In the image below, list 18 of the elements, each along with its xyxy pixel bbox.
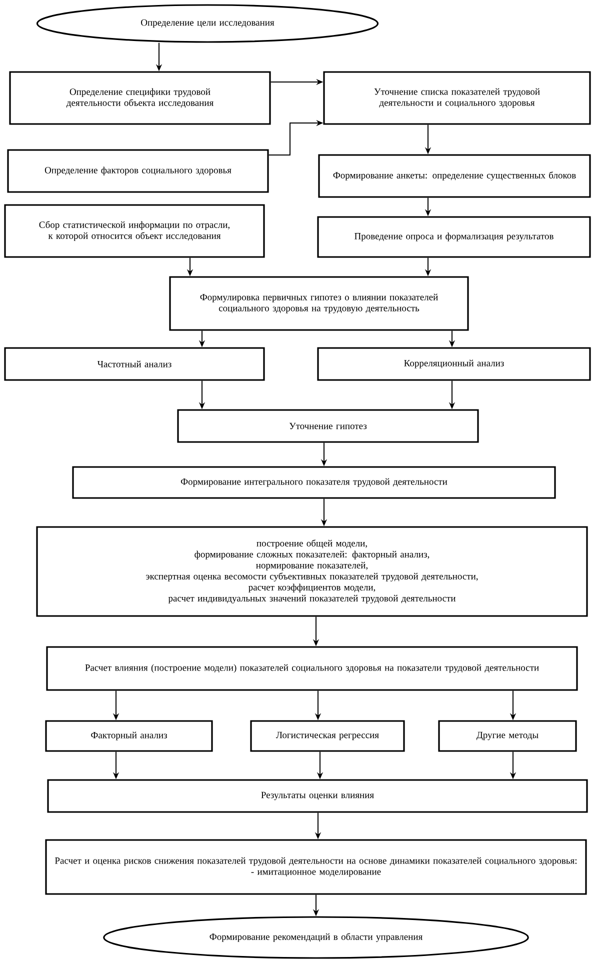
process-box: Определение факторов социального здоровья xyxy=(7,149,269,193)
process-box: Уточнение гипотез xyxy=(177,409,479,443)
process-box: Расчет и оценка рисков снижения показателей трудовой деятельности на основе динамики показателей социального здоровья: - имитационное моделирование xyxy=(45,839,587,895)
process-box: Формирование интегрального показателя трудовой деятельности xyxy=(72,466,556,499)
process-box: Логистическая регрессия xyxy=(250,720,405,752)
process-box: Расчет влияния (построение модели) показателей социального здоровья на показатели трудовой деятельности xyxy=(46,646,578,691)
process-box: Факторный анализ xyxy=(45,720,213,752)
process-box: Уточнение списка показателей трудовой деятельности и социального здоровья xyxy=(323,71,591,125)
process-box: Проведение опроса и формализация результатов xyxy=(317,216,591,258)
process-box: построение общей модели, формирование сложных показателей: факторный анализ, нормирование показателей, экспертная оценка весомости субъективных показателей трудовой деятельности, расчет коэффициентов модели, расчет индивидуальных значений показателей трудовой деятельности xyxy=(36,526,588,617)
process-box: Формулировка первичных гипотез о влиянии показателей социального здоровья на трудовую деятельность xyxy=(169,276,469,331)
process-box: Корреляционный анализ xyxy=(317,347,591,381)
process-box: Частотный анализ xyxy=(4,347,265,381)
process-box: Результаты оценки влияния xyxy=(47,779,588,813)
process-box: Формирование анкеты: определение существенных блоков xyxy=(318,154,591,198)
process-box: Другие методы xyxy=(438,720,577,752)
process-box: Сбор статистической информации по отрасли, к которой относится объект исследования xyxy=(4,204,265,258)
process-box: Определение специфики трудовой деятельности объекта исследования xyxy=(9,71,271,125)
